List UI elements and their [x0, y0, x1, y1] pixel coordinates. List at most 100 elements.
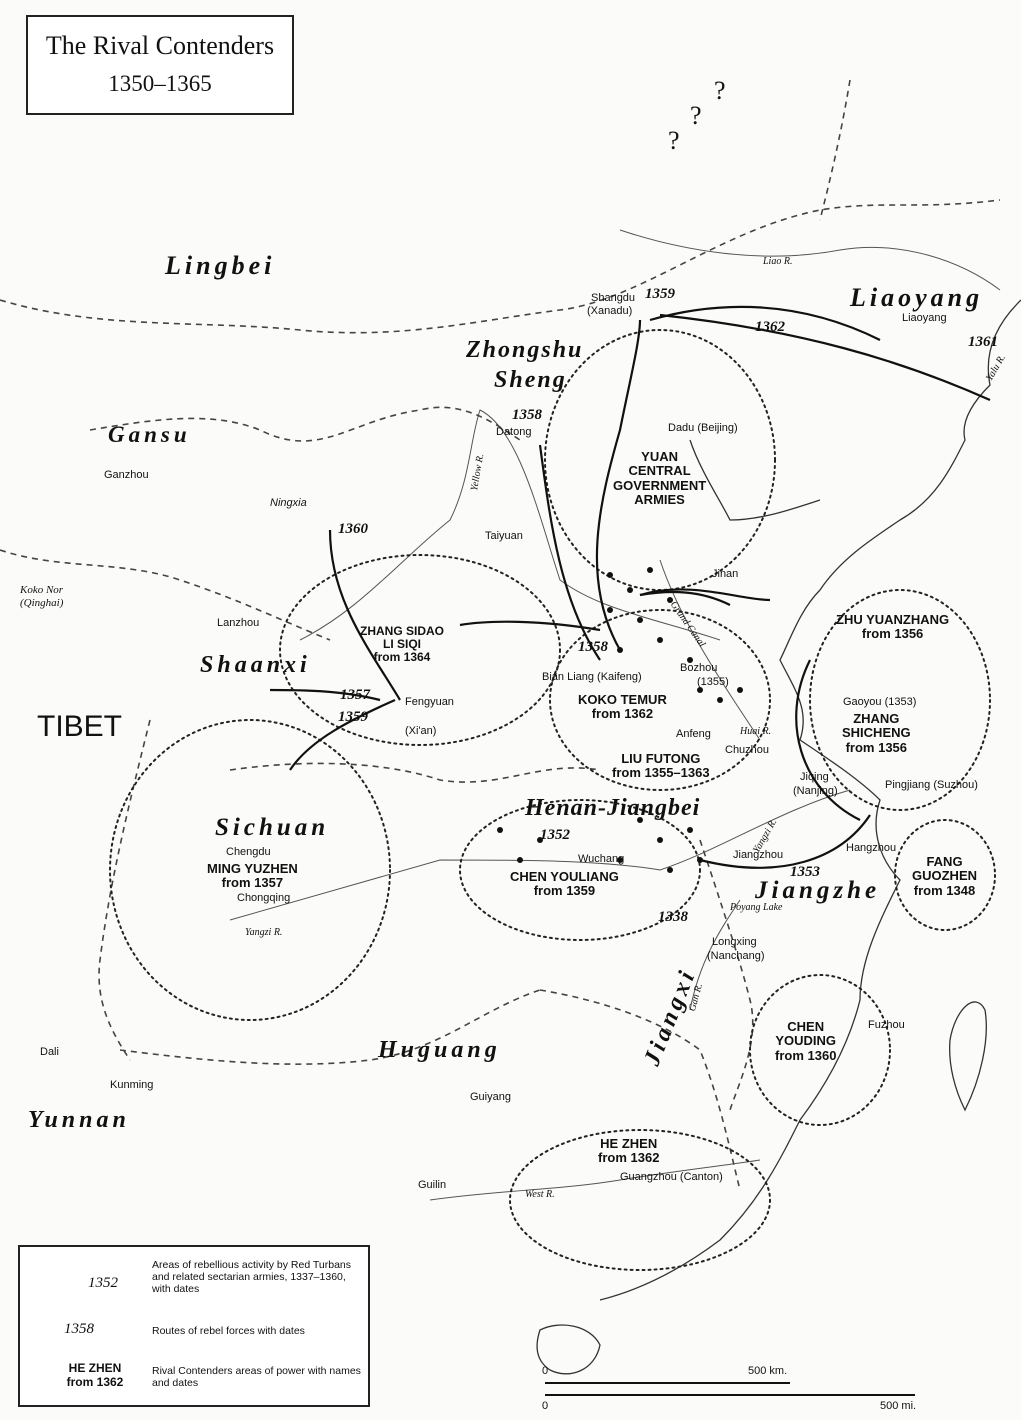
year-label: 1358: [578, 639, 608, 655]
legend: 1352 Areas of rebellious activity by Red…: [18, 1245, 370, 1407]
city-datong: Datong: [496, 426, 532, 438]
city-anfeng: Anfeng: [676, 728, 711, 740]
contender-zhang-sidao: ZHANG SIDAO LI SIQI from 1364: [360, 624, 444, 665]
city-xanadu: (Xanadu): [587, 305, 633, 317]
rivers: [229, 229, 1001, 1201]
region-liaoyang: Liaoyang: [850, 283, 984, 312]
map-title: The Rival Contenders: [45, 31, 275, 60]
title-box: The Rival Contenders 1350–1365: [26, 15, 294, 115]
scale-bars: [545, 1382, 915, 1396]
year-label: 1359: [645, 286, 675, 302]
city-jiangzhou: Jiangzhou: [733, 849, 784, 861]
legend-area-text: Rival Contenders areas of power with nam…: [152, 1365, 361, 1390]
region-jiangzhe: Jiangzhe: [755, 877, 881, 904]
city-ganzhou: Ganzhou: [104, 469, 149, 481]
contender-liu-futong: LIU FUTONG from 1355–1363: [612, 751, 710, 781]
river-label: Liao R.: [763, 256, 793, 267]
river-label: West R.: [525, 1189, 555, 1200]
contender-koko-temur: KOKO TEMUR from 1362: [578, 692, 667, 722]
city-dadu: Dadu (Beijing): [668, 422, 738, 434]
legend-routes-year: 1358: [64, 1321, 94, 1337]
city-chuzhou: Chuzhou: [725, 744, 770, 756]
contender-fang-guozhen: FANG GUOZHEN from 1348: [912, 854, 977, 898]
city-wuchang: Wuchang: [578, 853, 625, 865]
city-fengyuan: Fengyuan: [405, 696, 454, 708]
year-label: 1362: [755, 319, 785, 335]
city-chengdu: Chengdu: [226, 846, 271, 858]
scale-km-zero: 0: [542, 1365, 549, 1377]
question-mark: ?: [714, 76, 726, 105]
map-subtitle: 1350–1365: [108, 71, 212, 96]
year-label: 1358: [512, 407, 542, 423]
contender-ming-yuzhen: MING YUZHEN from 1357: [207, 861, 298, 891]
river-label: Poyang Lake: [730, 902, 783, 913]
legend-area-label: HE ZHEN from 1362: [66, 1361, 124, 1389]
city-hangzhou: Hangzhou: [846, 842, 897, 854]
region-sheng: Sheng: [494, 367, 567, 393]
province-borders: [0, 79, 1001, 1191]
city-jiqing: Jiqing: [800, 771, 829, 783]
year-label: 1359: [338, 709, 368, 725]
city-kunming: Kunming: [110, 1079, 154, 1091]
region-tibet: TIBET: [37, 710, 123, 743]
year-label: 1361: [968, 334, 998, 350]
year-label: 1338: [658, 909, 688, 925]
region-shaanxi: Shaanxi: [200, 652, 311, 678]
contender-zhang-shicheng: ZHANG SHICHENG from 1356: [842, 711, 911, 755]
contender-chen-youding: CHEN YOUDING from 1360: [775, 1019, 837, 1063]
city-dali: Dali: [40, 1046, 59, 1058]
region-yunnan: Yunnan: [28, 1107, 130, 1133]
year-label: 1357: [340, 687, 370, 703]
scale-mi-label: 500 mi.: [880, 1400, 917, 1412]
city-taiyuan: Taiyuan: [485, 530, 523, 542]
river-label: Huai R.: [740, 726, 772, 737]
region-sichuan: Sichuan: [215, 814, 330, 841]
city-chongqing: Chongqing: [237, 892, 291, 904]
city-gaoyou: Gaoyou (1353): [843, 696, 917, 708]
city-nanchang: (Nanchang): [707, 950, 765, 962]
city-liaoyang: Liaoyang: [902, 312, 947, 324]
city-bozhou-year: (1355): [697, 676, 729, 688]
city-longxing: Longxing: [712, 936, 757, 948]
rebel-dots: [497, 567, 743, 873]
region-gansu: Gansu: [108, 422, 191, 447]
legend-dots-text: Areas of rebellious activity by Red Turb…: [152, 1259, 352, 1296]
lake-kokonor: Koko Nor: [20, 584, 64, 596]
year-label: 1352: [540, 827, 570, 843]
city-pingjiang: Pingjiang (Suzhou): [885, 779, 978, 791]
city-ningxia: Ningxia: [270, 497, 307, 509]
contender-he-zhen: HE ZHEN from 1362: [598, 1136, 660, 1166]
city-jinan: Jinan: [712, 568, 739, 580]
region-zhongshu: Zhongshu: [466, 337, 584, 363]
city-shangdu: Shangdu: [591, 292, 636, 304]
city-lanzhou: Lanzhou: [217, 617, 260, 629]
city-guangzhou: Guangzhou (Canton): [620, 1171, 723, 1183]
city-fuzhou: Fuzhou: [868, 1019, 905, 1031]
scale-mi-zero: 0: [542, 1400, 549, 1412]
question-mark: ?: [668, 126, 680, 155]
year-label: 1360: [338, 521, 368, 537]
region-lingbei: Lingbei: [165, 251, 276, 280]
year-label: 1353: [790, 864, 820, 880]
legend-dots-year: 1352: [88, 1275, 118, 1291]
region-henan-jiangbei: Henan-Jiangbei: [525, 795, 701, 821]
question-mark: ?: [690, 101, 702, 130]
region-huguang: Huguang: [378, 1037, 501, 1063]
contender-chen-youliang: CHEN YOULIANG from 1359: [510, 869, 619, 899]
city-nanjing: (Nanjing): [793, 785, 838, 797]
contender-zhu-yuanzhang: ZHU YUANZHANG from 1356: [836, 612, 950, 642]
rebel-routes: [269, 305, 991, 869]
lake-qinghai: (Qinghai): [20, 597, 64, 609]
city-guilin: Guilin: [418, 1179, 447, 1191]
coastline: [536, 299, 1021, 1375]
contender-yuan-armies: YUAN CENTRAL GOVERNMENT ARMIES: [613, 449, 707, 507]
city-bozhou: Bozhou: [680, 662, 718, 674]
city-xian: (Xi'an): [405, 725, 437, 737]
legend-routes-text: Routes of rebel forces with dates: [152, 1325, 305, 1337]
river-label: Yangzi R.: [245, 927, 283, 938]
scale-km-label: 500 km.: [748, 1365, 788, 1377]
contender-areas: [109, 329, 996, 1271]
city-guiyang: Guiyang: [470, 1091, 511, 1103]
